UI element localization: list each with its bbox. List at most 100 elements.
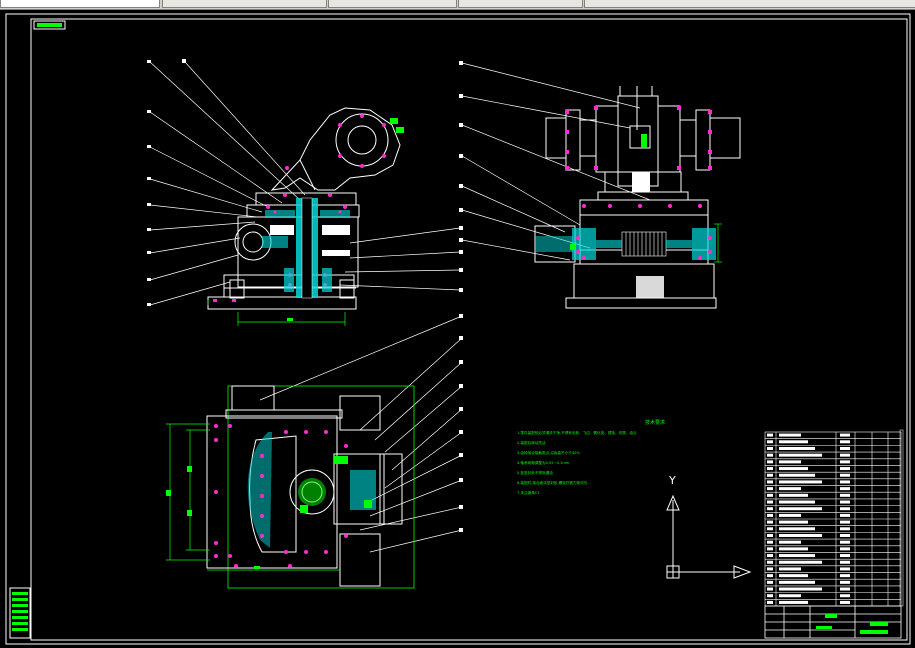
parts-list-index xyxy=(767,587,773,591)
parts-list-material xyxy=(840,460,850,464)
parts-list-index xyxy=(767,567,773,571)
parts-list-material xyxy=(840,540,850,544)
parts-list-entry xyxy=(779,527,815,531)
parts-list-entry xyxy=(779,507,822,511)
document-tab-5[interactable] xyxy=(584,0,915,8)
title-block-fill-4 xyxy=(816,626,832,629)
parts-list-material xyxy=(840,500,850,504)
parts-list-index xyxy=(767,440,773,444)
parts-list-entry xyxy=(779,580,815,584)
parts-list-index xyxy=(767,520,773,524)
parts-list-entry xyxy=(779,487,801,491)
parts-list-material xyxy=(840,587,850,591)
parts-list-material xyxy=(840,440,850,444)
parts-list-material xyxy=(840,600,850,604)
top-view xyxy=(166,314,463,589)
parts-list-entry xyxy=(779,513,801,517)
parts-list-material xyxy=(840,554,850,558)
parts-list-index xyxy=(767,574,773,578)
tech-req-line-5: 5.各密封处不得渗漏油 xyxy=(517,470,553,475)
parts-list-material xyxy=(840,453,850,457)
parts-list-material xyxy=(840,520,850,524)
cad-drawing-canvas[interactable]: 技术要求 1.零件装配前必须清洗干净,不得有毛刺、飞边、氧化皮、锈蚀、切屑、油污… xyxy=(0,9,915,648)
parts-list-index xyxy=(767,473,773,477)
parts-list-index xyxy=(767,480,773,484)
parts-list-entry xyxy=(779,460,801,464)
parts-list-material xyxy=(840,527,850,531)
parts-list-entry xyxy=(779,587,822,591)
parts-list-index xyxy=(767,533,773,537)
title-block-fill-3 xyxy=(860,630,888,634)
parts-list-entry xyxy=(779,594,801,598)
parts-list-entry xyxy=(779,554,815,558)
parts-list-material xyxy=(840,513,850,517)
parts-list-index xyxy=(767,446,773,450)
parts-list-index xyxy=(767,433,773,437)
ucs-icon xyxy=(666,494,752,579)
parts-list-material xyxy=(840,493,850,497)
parts-list-entry xyxy=(779,533,822,537)
document-tab-2[interactable] xyxy=(162,0,327,8)
parts-list-entry xyxy=(779,600,808,604)
parts-list-index xyxy=(767,453,773,457)
document-tab-bar xyxy=(0,0,915,10)
parts-list-material xyxy=(840,594,850,598)
parts-list-index xyxy=(767,580,773,584)
sheet-border-inner xyxy=(30,18,908,641)
parts-list-entry xyxy=(779,560,822,564)
parts-list-index xyxy=(767,487,773,491)
parts-list-index xyxy=(767,527,773,531)
parts-list-material xyxy=(840,446,850,450)
parts-list-entry xyxy=(779,540,801,544)
parts-list-material xyxy=(840,580,850,584)
technical-requirements: 技术要求 1.零件装配前必须清洗干净,不得有毛刺、飞边、氧化皮、锈蚀、切屑、油污… xyxy=(517,419,665,495)
parts-list-index xyxy=(767,554,773,558)
parts-list-index xyxy=(767,460,773,464)
parts-list-entry xyxy=(779,440,808,444)
parts-list-index xyxy=(767,540,773,544)
parts-list-entry xyxy=(779,480,822,484)
parts-list-entry xyxy=(779,493,808,497)
parts-list-entry xyxy=(779,500,815,504)
document-tab-1[interactable] xyxy=(0,0,160,8)
ucs-y-label: Y xyxy=(668,474,676,487)
parts-list-entry xyxy=(779,467,808,471)
parts-list-entry xyxy=(779,433,801,437)
parts-list-material xyxy=(840,480,850,484)
parts-list-entry xyxy=(779,520,808,524)
parts-list-material xyxy=(840,560,850,564)
parts-list-entry xyxy=(779,453,822,457)
parts-list-entry xyxy=(779,567,801,571)
parts-list-material xyxy=(840,574,850,578)
title-block-number-fill xyxy=(870,622,888,626)
parts-list-index xyxy=(767,547,773,551)
tech-req-line-6: 6.装配时,接合面涂密封胶,螺栓拧紧力矩均匀 xyxy=(517,480,588,485)
left-margin-table xyxy=(9,587,31,639)
parts-list-index xyxy=(767,560,773,564)
parts-list-index xyxy=(767,493,773,497)
parts-list-index xyxy=(767,594,773,598)
tech-req-line-3: 3.齿轮啮合接触斑点,沿齿高不小于40% xyxy=(517,450,580,455)
parts-list-entry xyxy=(779,446,815,450)
parts-list-material xyxy=(840,487,850,491)
tech-req-heading: 技术要求 xyxy=(645,419,665,426)
tech-req-line-4: 4.轴承间隙调整为0.05~0.1mm xyxy=(517,460,570,465)
document-tab-4[interactable] xyxy=(458,0,583,8)
side-view xyxy=(459,61,741,309)
parts-list-material xyxy=(840,433,850,437)
document-tab-3[interactable] xyxy=(328,0,457,8)
parts-list-index xyxy=(767,467,773,471)
parts-list-index xyxy=(767,513,773,517)
parts-list-index xyxy=(767,600,773,604)
sheet-edge-mark xyxy=(899,429,904,607)
parts-list-index xyxy=(767,500,773,504)
parts-list-table xyxy=(764,431,902,607)
front-view xyxy=(147,59,463,326)
parts-list-material xyxy=(840,507,850,511)
parts-list-index xyxy=(767,507,773,511)
tech-req-line-7: 7.未注倒角C1 xyxy=(517,490,540,495)
tech-req-line-1: 1.零件装配前必须清洗干净,不得有毛刺、飞边、氧化皮、锈蚀、切屑、油污 xyxy=(517,430,637,435)
parts-list-entry xyxy=(779,574,808,578)
parts-list-entry xyxy=(779,473,815,477)
title-block-name-fill xyxy=(825,614,837,618)
